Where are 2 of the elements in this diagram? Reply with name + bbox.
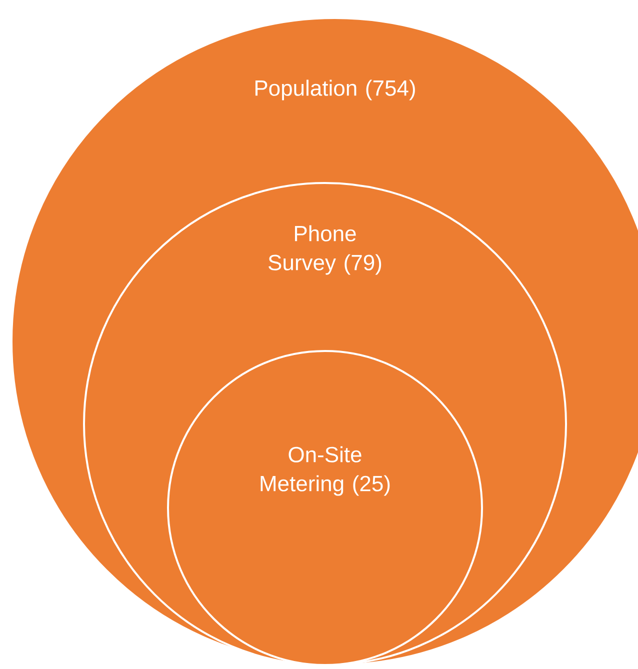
node-label: On-Site Metering (25) — [260, 446, 390, 496]
node-label: Phone Survey (79) — [268, 225, 382, 275]
